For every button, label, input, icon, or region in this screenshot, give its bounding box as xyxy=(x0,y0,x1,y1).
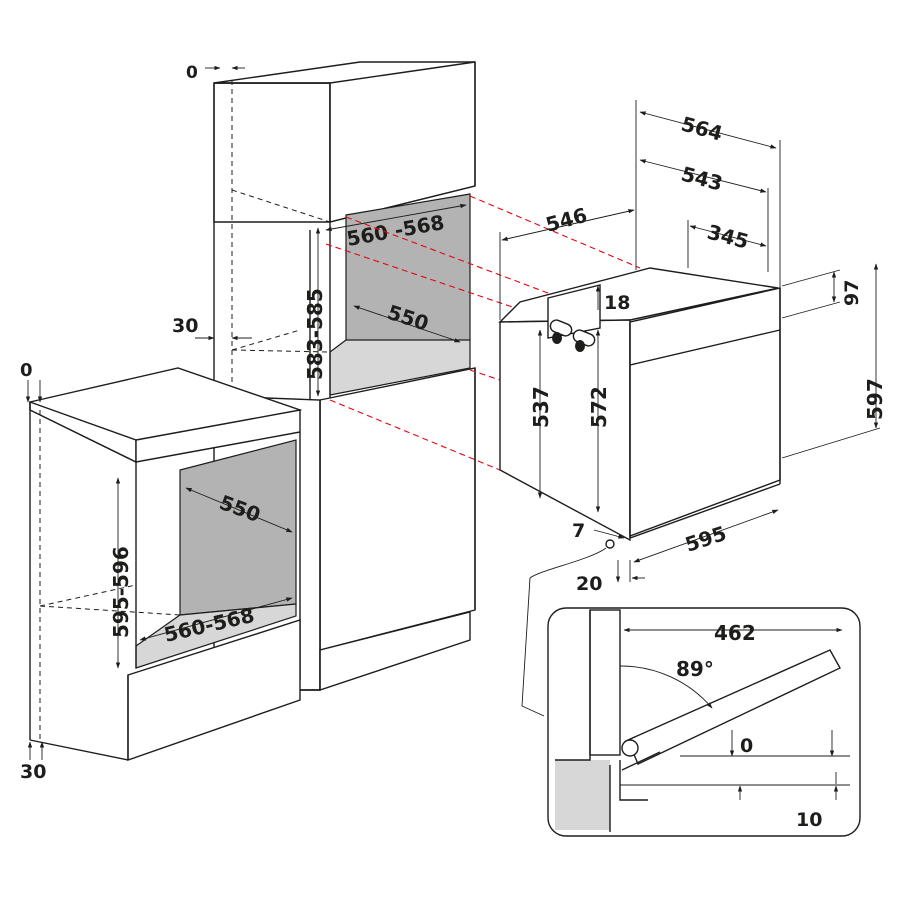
door-open-length: 462 xyxy=(714,621,756,645)
oven-depth-total: 564 xyxy=(679,112,726,146)
oven-top-offset: 18 xyxy=(604,292,630,314)
oven-bottom-gap: 7 xyxy=(572,520,585,542)
oven-front-height: 597 xyxy=(863,378,887,420)
oven-depth-543: 543 xyxy=(679,162,726,196)
door-angle: 89° xyxy=(676,657,714,681)
tall-top-clearance: 0 xyxy=(186,63,198,83)
under-niche-height: 595-596 xyxy=(109,546,133,638)
tall-niche-height: 583-585 xyxy=(303,288,327,380)
door-gap-top: 0 xyxy=(740,735,753,757)
oven-body-572: 572 xyxy=(587,386,611,428)
door-gap-bottom: 10 xyxy=(796,809,822,831)
oven-front-offset: 20 xyxy=(576,573,602,595)
oven-body-537: 537 xyxy=(529,386,553,428)
oven-front-top: 97 xyxy=(841,280,863,306)
under-counter-cabinet xyxy=(29,367,303,761)
door-detail: 462 89° 0 10 xyxy=(547,607,861,837)
oven-depth-345: 345 xyxy=(705,220,752,254)
tall-side-clearance: 30 xyxy=(172,315,198,337)
oven-depth-546: 546 xyxy=(543,203,590,237)
under-top-clearance: 0 xyxy=(20,360,33,381)
under-bottom-clearance: 30 xyxy=(20,761,46,783)
oven-front-width: 595 xyxy=(682,521,729,557)
